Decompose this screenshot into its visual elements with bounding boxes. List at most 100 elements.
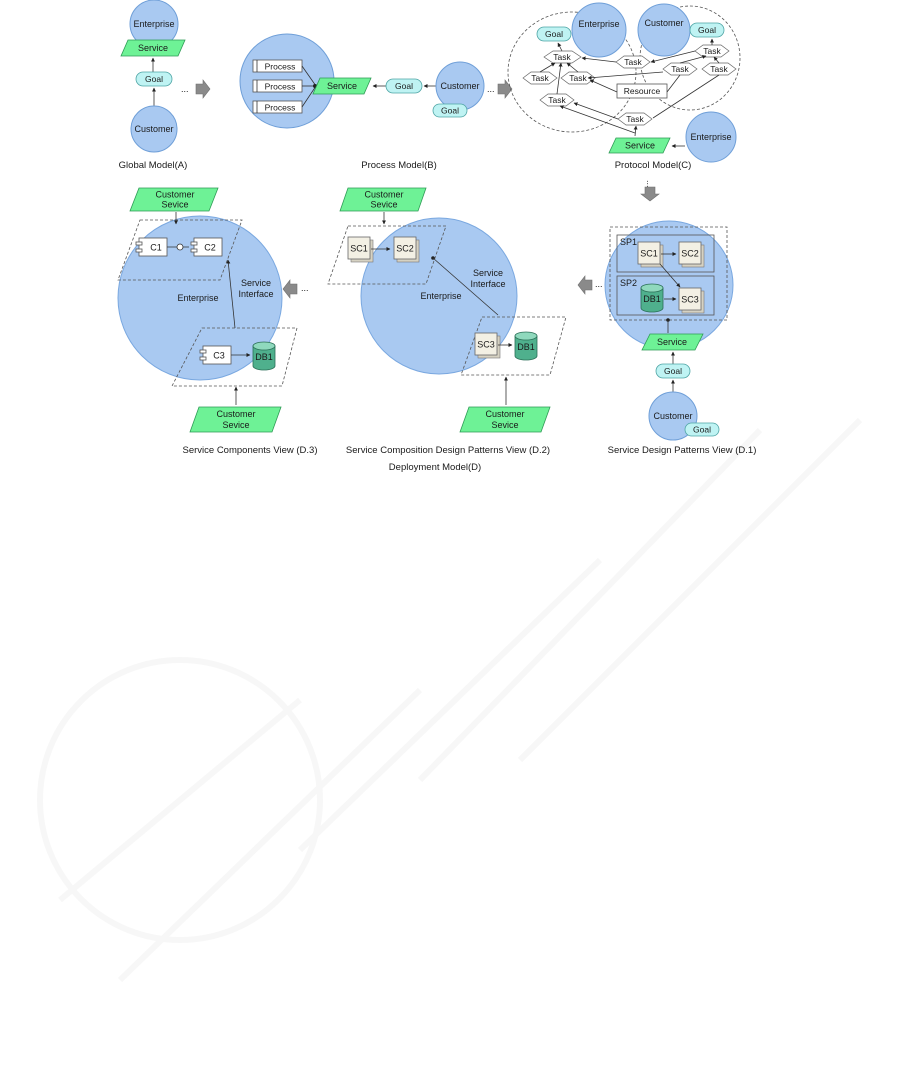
enterprise-bottom-label: Enterprise xyxy=(690,132,731,142)
customer-goal-node xyxy=(689,22,725,38)
customer-service-bottom-line1: Customer xyxy=(216,409,255,419)
customer-service-top xyxy=(129,187,219,212)
component-plane-top xyxy=(327,225,447,285)
task-label: Task xyxy=(548,95,566,105)
component-sc2: SC2 xyxy=(393,236,420,263)
service-composition-view: Customer Sevice SC1 SC2 Service Interfac… xyxy=(327,187,567,456)
component-c2: C2 xyxy=(190,237,223,257)
service-label: Service xyxy=(625,141,655,151)
caption-service-design-patterns-view: Service Design Patterns View (D.1) xyxy=(608,445,757,456)
customer-service-top-line2: Sevice xyxy=(161,200,188,210)
component-sc3: SC3 xyxy=(678,287,705,314)
db-label: DB1 xyxy=(517,342,535,352)
component-plane-bottom xyxy=(171,327,298,387)
customer-service-bottom-line2: Sevice xyxy=(491,420,518,430)
watermark xyxy=(37,417,863,983)
resource-node xyxy=(616,83,668,99)
component-sc1: SC1 xyxy=(637,241,664,268)
customer-node xyxy=(130,105,178,153)
resource-label: Resource xyxy=(624,86,661,96)
caption-global-model: Global Model(A) xyxy=(119,160,188,171)
service-label: Service xyxy=(138,43,168,53)
goal-label: Goal xyxy=(145,74,163,84)
customer-service-top xyxy=(339,187,427,212)
service-interface-line1: Service xyxy=(241,278,271,288)
goal-node xyxy=(655,363,691,379)
process-stack: Process Process Process xyxy=(252,59,317,114)
customer-scope xyxy=(639,5,741,111)
customer-label: Customer xyxy=(644,18,683,28)
caption-process-model: Process Model(B) xyxy=(361,160,437,171)
customer-goal-label: Goal xyxy=(693,425,711,435)
customer-goal-node xyxy=(432,103,468,118)
ellipsis-d3: ... xyxy=(301,283,309,293)
enterprise-scope xyxy=(507,11,637,133)
protocol-connectors xyxy=(539,38,720,137)
enterprise-node-bottom xyxy=(685,111,737,163)
service-interface-line2: Interface xyxy=(238,289,273,299)
global-model: Enterprise Service Goal Customer ... Glo… xyxy=(119,0,211,171)
task-label: Task xyxy=(531,73,549,83)
task-nodes: Task Task Task Task Task Task Task Task … xyxy=(522,44,737,126)
component-sc3: SC3 xyxy=(474,332,501,359)
service-components-view: Customer Sevice C1 C2 Service Interface … xyxy=(117,187,318,456)
customer-service-bottom-line2: Sevice xyxy=(222,420,249,430)
caption-service-composition-view: Service Composition Design Patterns View… xyxy=(346,445,550,456)
database-db1: DB1 xyxy=(640,283,664,313)
component-label: SC3 xyxy=(681,295,699,305)
service-design-patterns-view: SP1 SC1 SC2 SP2 DB1 SC3 Service xyxy=(604,220,757,456)
goal-node xyxy=(385,78,423,94)
customer-service-top-line1: Customer xyxy=(364,190,403,200)
component-c1: C1 xyxy=(135,237,168,257)
customer-service-top-line1: Customer xyxy=(155,190,194,200)
customer-label: Customer xyxy=(134,124,173,134)
component-sc2: SC2 xyxy=(678,241,705,268)
process-model: Process Process Process Service Goal Cus… xyxy=(239,33,513,171)
customer-goal-node xyxy=(684,422,720,437)
task-label: Task xyxy=(626,114,644,124)
enterprise-label: Enterprise xyxy=(177,293,218,303)
enterprise-goal-label: Goal xyxy=(545,29,563,39)
flow-arrow-left xyxy=(577,275,593,295)
component-label: SC3 xyxy=(477,340,495,350)
goal-node xyxy=(135,71,173,87)
database-db1: DB1 xyxy=(514,331,538,361)
component-label: SC2 xyxy=(681,249,699,259)
db-label: DB1 xyxy=(643,294,661,304)
task-label: Task xyxy=(710,64,728,74)
component-label: SC1 xyxy=(350,244,368,254)
task-label: Task xyxy=(553,52,571,62)
ellipsis-d2: ... xyxy=(595,279,603,289)
customer-goal-label: Goal xyxy=(698,25,716,35)
caption-deployment-model: Deployment Model(D) xyxy=(389,462,481,473)
enterprise-label: Enterprise xyxy=(133,19,174,29)
component-plane-bottom xyxy=(460,316,567,376)
sp1-label: SP1 xyxy=(620,237,637,247)
sp2-label: SP2 xyxy=(620,278,637,288)
enterprise-node xyxy=(117,215,283,381)
customer-goal-label: Goal xyxy=(441,106,459,116)
customer-service-top-line2: Sevice xyxy=(370,200,397,210)
pattern-sp2 xyxy=(616,275,715,316)
customer-label: Customer xyxy=(653,411,692,421)
task-label: Task xyxy=(671,64,689,74)
process-label-1: Process xyxy=(265,62,296,72)
customer-node xyxy=(637,3,691,57)
component-sc1: SC1 xyxy=(347,236,374,263)
component-label: SC1 xyxy=(640,249,658,259)
flow-arrow xyxy=(195,79,211,99)
pattern-sp1 xyxy=(616,234,715,273)
customer-service-bottom-line1: Customer xyxy=(485,409,524,419)
task-label: Task xyxy=(569,73,587,83)
flow-arrow-left xyxy=(282,279,298,299)
component-label: SC2 xyxy=(396,244,414,254)
customer-label: Customer xyxy=(440,81,479,91)
component-c3: C3 xyxy=(199,345,232,365)
flow-arrow-down xyxy=(640,186,660,202)
customer-service-bottom xyxy=(189,406,282,433)
ellipsis: ... xyxy=(181,84,189,94)
enterprise-label: Enterprise xyxy=(420,291,461,301)
flow-arrow xyxy=(497,79,513,99)
task-label: Task xyxy=(624,57,642,67)
